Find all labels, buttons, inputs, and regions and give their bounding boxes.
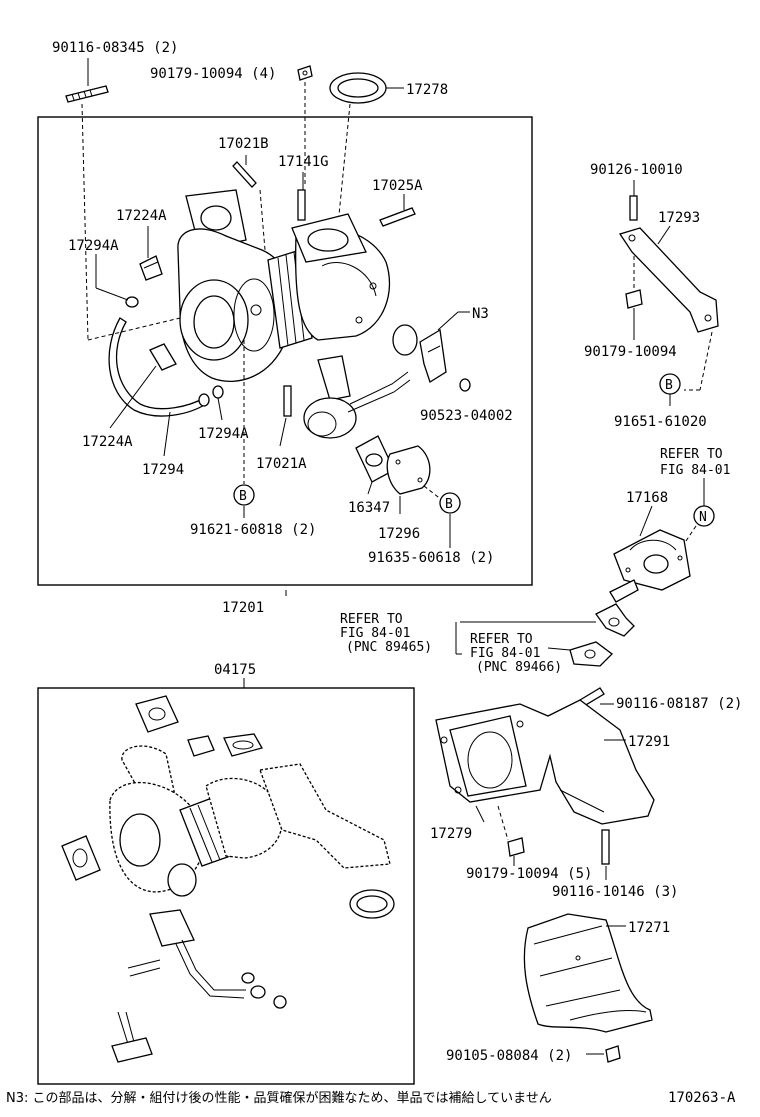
turbo-assembly-frame [37,116,533,586]
kit-oil-pipe [111,909,287,1063]
refer-a-line1: REFER TO [340,612,403,627]
nut-90179-10094 [297,65,313,81]
kit-gasket-4 [61,835,101,881]
gasket-17278 [329,72,387,104]
label-17278: 17278 [406,82,448,98]
label-90126-10010: 90126-10010 [590,162,683,178]
callout-labels: 90116-08345 (2) 90179-10094 (4) 17278 17… [52,40,742,1064]
bolt-90105-08084 [605,1045,621,1063]
kit-gasket-5 [349,889,395,919]
label-17224a-upper: 17224A [116,208,167,224]
part-n3 [392,324,447,383]
marker-b-2: B [439,492,461,514]
label-91651-61020: 91651-61020 [614,414,707,430]
label-17021a: 17021A [256,456,307,472]
stud-17021a [283,385,292,417]
refer-to-notes: REFER TO FIG 84-01 REFER TO FIG 84-01 (P… [340,447,730,675]
label-90179-10094-4: 90179-10094 (4) [150,66,276,82]
label-90105-08084: 90105-08084 (2) [446,1048,572,1064]
insulator-17271 [523,913,653,1033]
stud-17025a [379,207,416,227]
svg-text:B: B [665,378,673,393]
oil-pipe-17294 [108,317,210,417]
marker-b-1: B [233,484,255,506]
refer-a-line2: FIG 84-01 [340,626,410,641]
kit-gasket-2 [187,735,215,757]
stud-17021b [232,161,257,188]
refer-right-line2: FIG 84-01 [660,463,730,478]
marker-n: N [693,505,715,527]
label-17271: 17271 [628,920,670,936]
label-17291: 17291 [628,734,670,750]
flange-17168 [613,529,691,591]
label-90116-08345: 90116-08345 (2) [52,40,178,56]
plate-17296 [386,445,431,495]
label-90116-08187: 90116-08187 (2) [616,696,742,712]
refer-right-line1: REFER TO [660,447,723,462]
label-17294a-upper: 17294A [68,238,119,254]
ring-90523-04002 [459,378,471,392]
marker-b-3: B [659,373,681,395]
diagram-id: 170263-A [668,1090,736,1106]
label-90179-10094: 90179-10094 [584,344,677,360]
label-17201: 17201 [222,600,264,616]
label-17025a: 17025A [372,178,423,194]
refer-b-line3: (PNC 89466) [476,660,562,675]
svg-text:B: B [239,489,247,504]
wastegate-actuator [303,355,411,439]
label-91621-60818: 91621-60818 (2) [190,522,316,538]
label-91635-60618: 91635-60618 (2) [368,550,494,566]
label-17294: 17294 [142,462,184,478]
union-17224a-upper [139,255,163,281]
label-17279: 17279 [430,826,472,842]
label-90179-10094-5: 90179-10094 (5) [466,866,592,882]
label-17296: 17296 [378,526,420,542]
svg-text:B: B [445,497,453,512]
turbocharger-body [177,189,391,382]
label-04175: 04175 [214,662,256,678]
label-17224a-lower: 17224A [82,434,133,450]
kit-gasket-1 [135,695,179,733]
kit-gasket-3 [223,733,263,757]
stud-90116-08345 [65,85,109,103]
stud-90116-10146 [601,829,610,865]
kit-turbocharger [109,745,391,897]
label-16347: 16347 [348,500,390,516]
label-90523-04002: 90523-04002 [420,408,513,424]
label-17294a-lower: 17294A [198,426,249,442]
svg-text:N: N [699,510,707,525]
bracket-17293 [618,227,719,333]
gasket-small [569,641,613,667]
label-17141g: 17141G [278,154,329,170]
footnote-n3: N3: この部品は、分解・組付け後の性能・品質確保が困難なため、単品では補給して… [6,1090,552,1106]
refer-b-line1: REFER TO [470,632,533,647]
label-17168: 17168 [626,490,668,506]
union-17224a-lower [149,343,177,371]
refer-b-line2: FIG 84-01 [470,646,540,661]
gasket-17294a-lower [212,385,224,399]
elbow-17291 [435,699,655,825]
sensor-stud [595,579,639,637]
label-17021b: 17021B [218,136,269,152]
label-17293: 17293 [658,210,700,226]
nut-90179-10094-bracket [625,289,643,309]
kit-04175-frame [37,687,415,1085]
gasket-17294a-upper [125,296,139,308]
label-90116-10146: 90116-10146 (3) [552,884,678,900]
nut-90179-10094-lower [507,837,525,857]
stud-17141g [297,189,306,221]
bolt-90126-10010 [629,195,638,221]
label-n3: N3 [472,306,489,322]
refer-a-line3: (PNC 89465) [346,640,432,655]
